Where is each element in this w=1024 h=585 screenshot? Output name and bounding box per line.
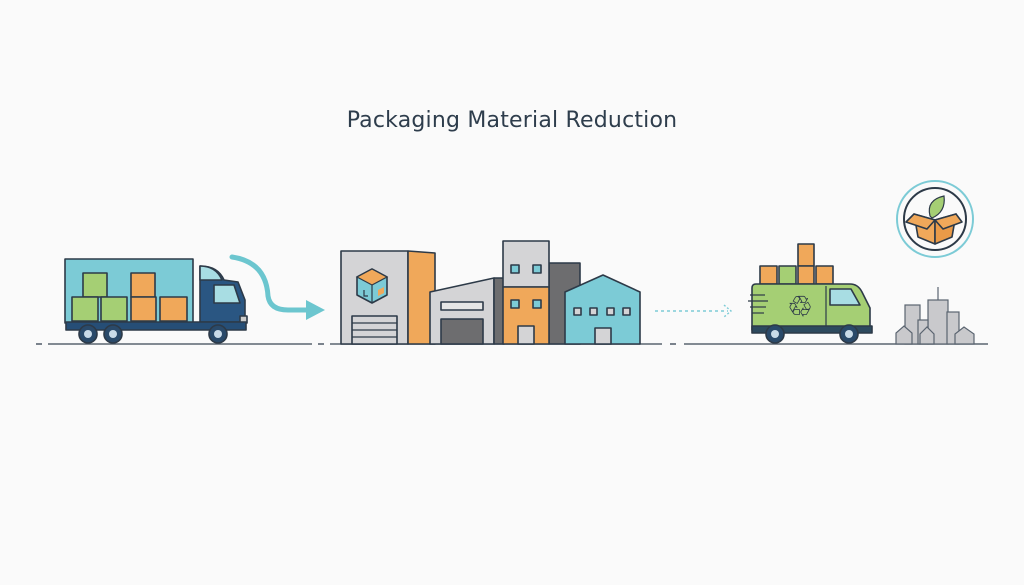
van-cargo-boxes [759, 243, 834, 285]
speed-lines [748, 294, 768, 314]
diagram-title: Packaging Material Reduction [346, 108, 678, 133]
delivery-van-icon: ♻ [748, 243, 873, 344]
truck-icon [64, 258, 248, 344]
recycle-icon: ♻ [787, 290, 812, 323]
eco-packaging-badge-icon [896, 180, 974, 258]
warehouse-buildings [340, 240, 641, 345]
dotted-arrow-icon [655, 304, 733, 318]
city-skyline-icon [895, 287, 975, 345]
package-cube-logo-icon [355, 268, 389, 304]
cargo-boxes [71, 272, 188, 322]
curved-arrow-icon [229, 254, 325, 320]
